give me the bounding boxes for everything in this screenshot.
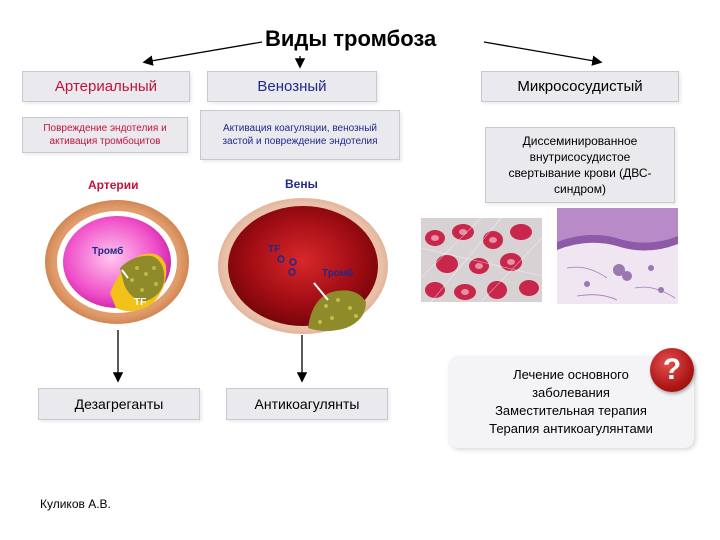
vessel-label-veins: Вены [285,177,318,191]
heading-arterial: Артериальный [22,71,190,102]
venous-thrombus-label: Тромб [322,268,353,279]
question-mark-icon: ? [650,348,694,392]
mechanism-venous: Активация коагуляции, венозный застой и … [200,110,400,160]
histology-micrograph-image [557,208,678,304]
arterial-tf-label: TF [134,297,146,308]
author-credit: Куликов А.В. [40,497,111,511]
mechanism-micro: Диссеминированное внутрисосудистое сверт… [485,127,675,203]
result-anticoagulants: Антикоагулянты [226,388,388,420]
venous-tf-label: TF [268,244,280,255]
arterial-thrombus-label: Тромб [92,246,123,257]
vein-cross-section [216,196,390,336]
result-disaggregants: Дезагреганты [38,388,200,420]
sem-micrograph-image [421,218,542,302]
vessel-label-arteries: Артерии [88,178,138,192]
heading-micro: Микрососудистый [481,71,679,102]
heading-venous: Венозный [207,71,377,102]
treatment-line: Заместительная терапия [448,402,694,420]
mechanism-arterial: Повреждение эндотелия и активация тромбо… [22,117,188,153]
treatment-line: Терапия антикоагулянтами [448,420,694,438]
artery-cross-section [42,198,192,328]
